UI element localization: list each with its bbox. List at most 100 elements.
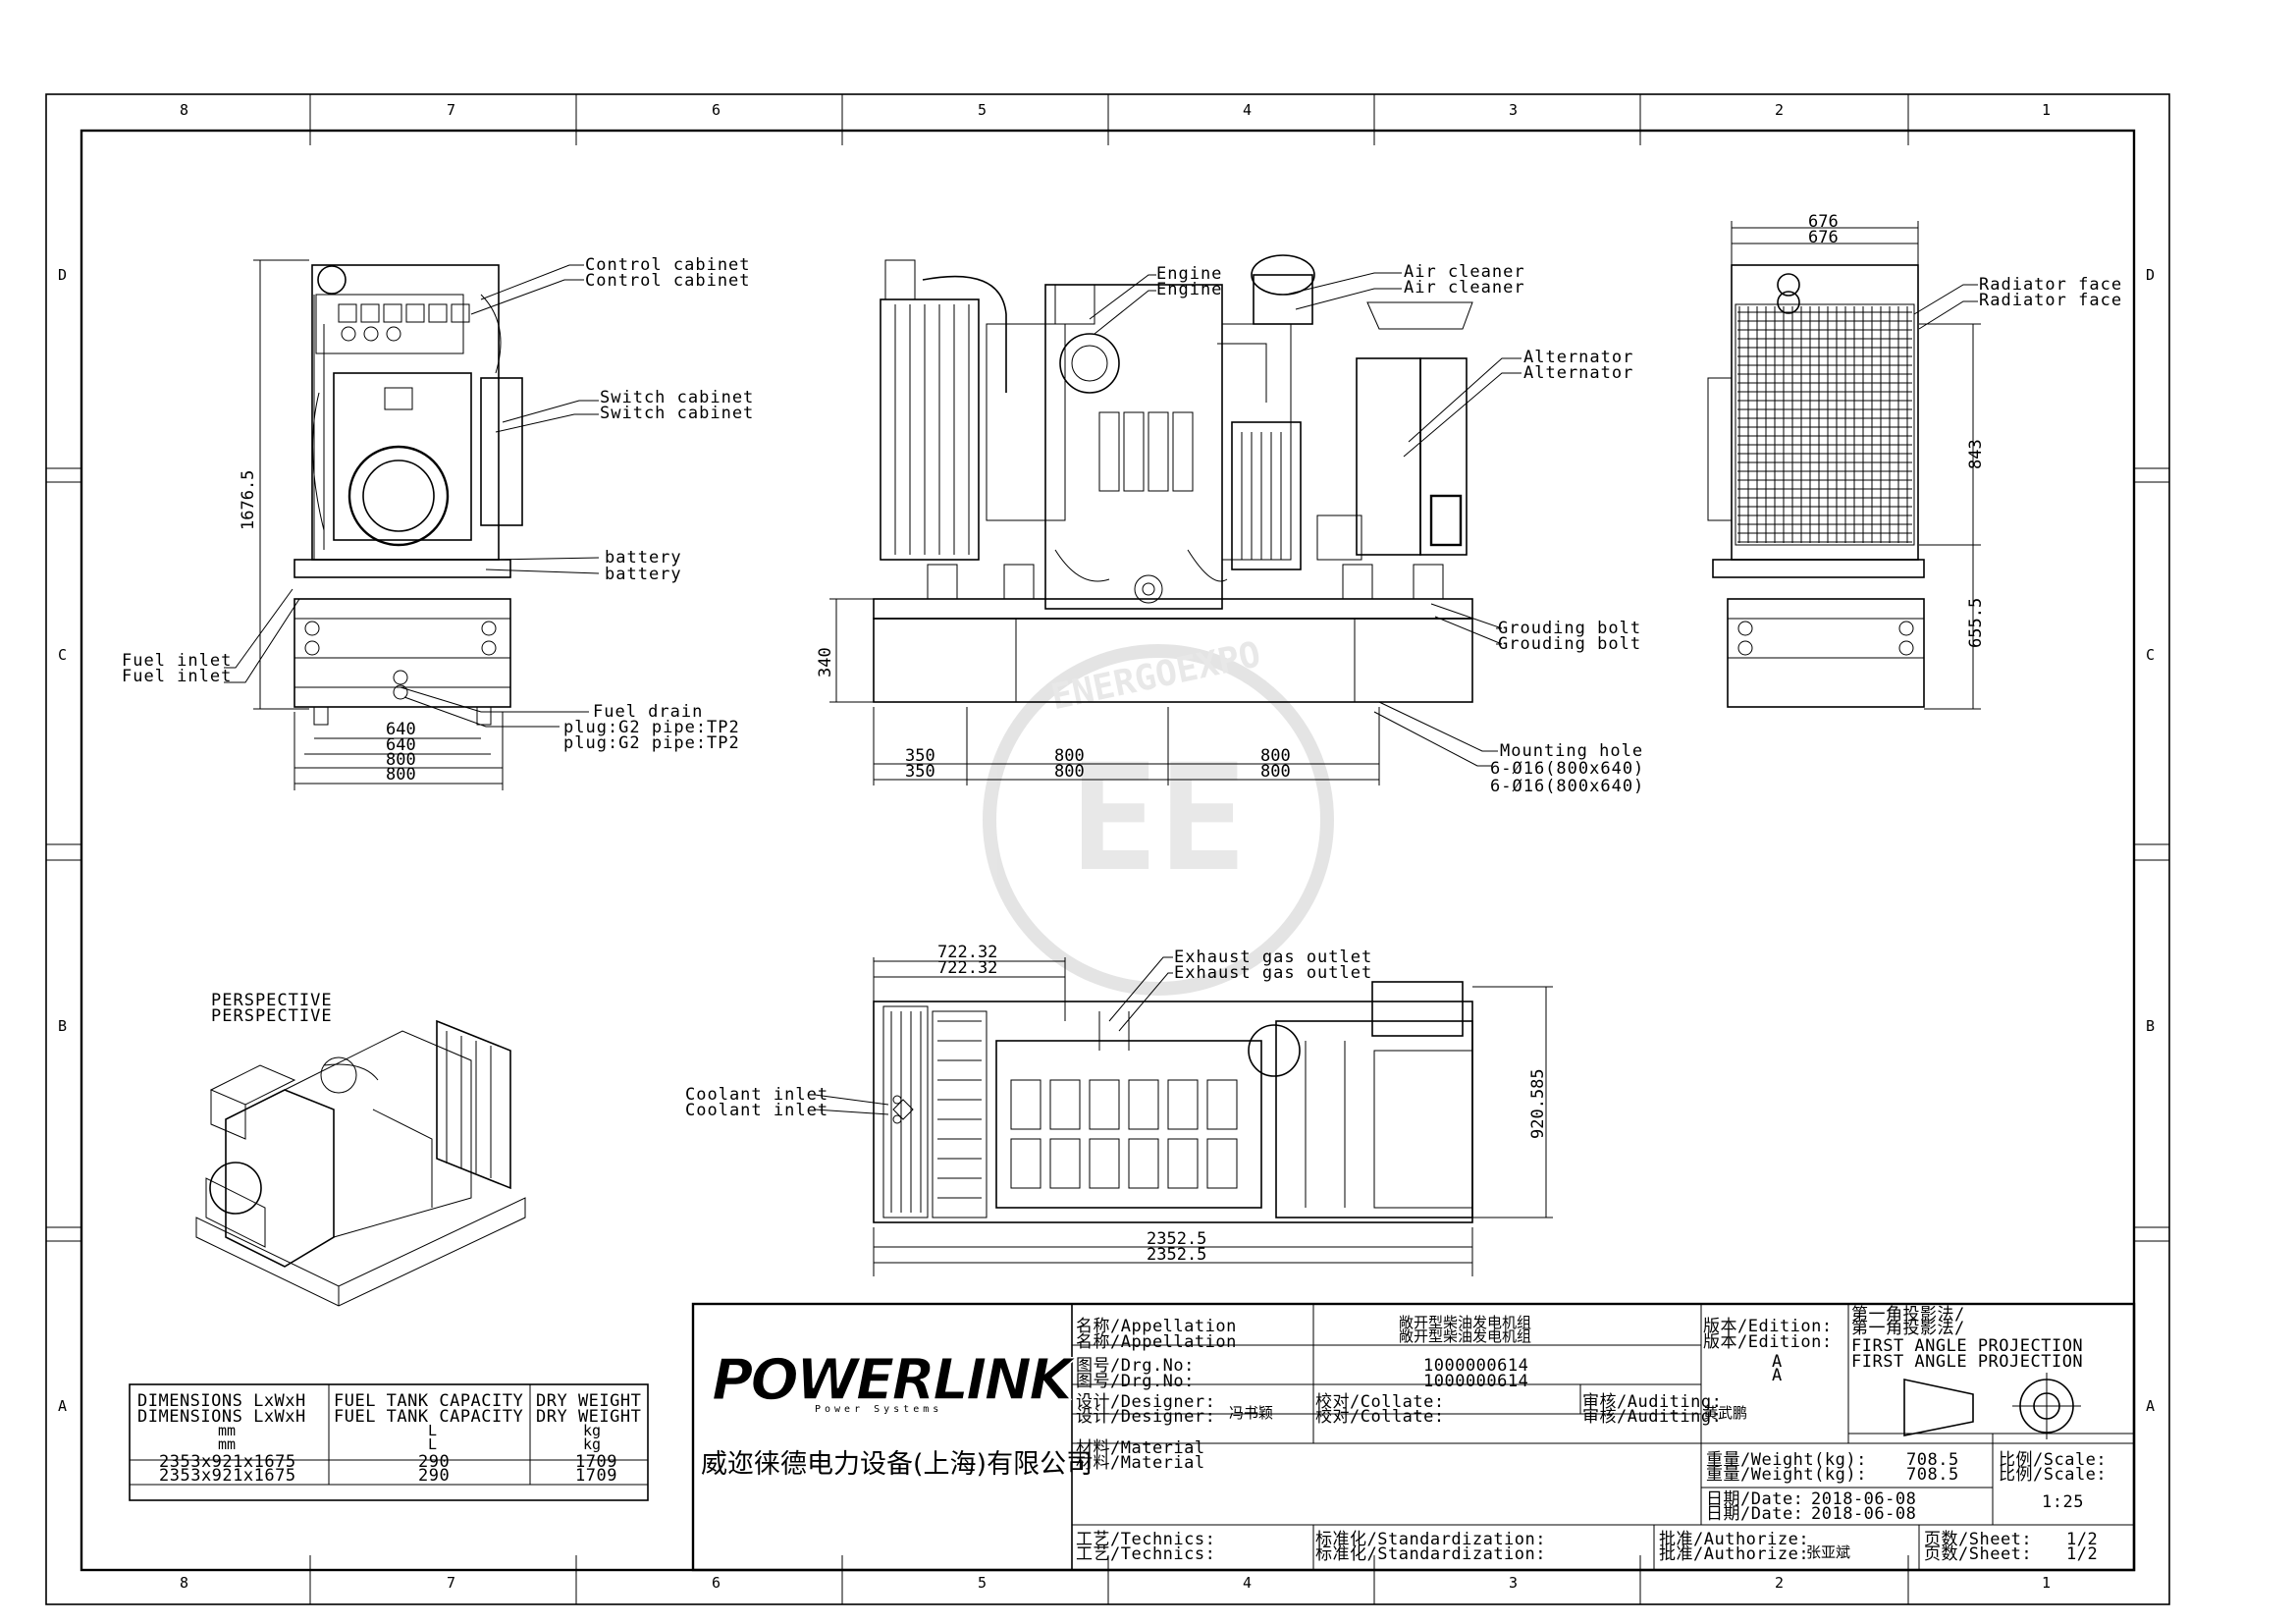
label-exhaust-gas-outlet-2: Exhaust gas outlet — [1174, 963, 1372, 983]
material-label-2: 材料/Material — [1076, 1453, 1205, 1473]
right-callout-lines — [1913, 284, 1978, 330]
svg-text:920.585: 920.585 — [1528, 1068, 1548, 1139]
svg-text:EE: EE — [1070, 733, 1248, 904]
sheet-label-1: 页数/Sheet: — [1924, 1530, 2032, 1549]
label-perspective-1: PERSPECTIVE — [211, 991, 333, 1010]
zone-row-a-left: A — [58, 1397, 67, 1415]
zone-row-b-left: B — [58, 1017, 67, 1035]
designer-value: 冯书颖 — [1229, 1404, 1273, 1422]
label-air-cleaner-2: Air cleaner — [1404, 278, 1525, 298]
svg-text:722.32: 722.32 — [937, 958, 997, 978]
edition-value-2: A — [1772, 1366, 1783, 1385]
zone-col-8-bottom: 8 — [180, 1574, 188, 1592]
svg-text:843: 843 — [1966, 439, 1986, 469]
svg-text:800: 800 — [386, 765, 416, 785]
spec-table — [129, 1383, 649, 1501]
svg-text:655.5: 655.5 — [1966, 598, 1986, 648]
drg-label-1: 图号/Drg.No: — [1076, 1356, 1195, 1376]
scale-value: 1:25 — [2042, 1492, 2084, 1512]
label-switch-cabinet-2: Switch cabinet — [600, 404, 754, 423]
label-coolant-inlet-2: Coolant inlet — [685, 1101, 828, 1120]
label-grouding-bolt-2: Grouding bolt — [1498, 634, 1641, 654]
front-callout-lines — [224, 264, 600, 728]
projection-value-1: FIRST ANGLE PROJECTION — [1851, 1336, 2083, 1356]
side-view: 340 350 350 800 800 800 800 — [816, 254, 1473, 785]
svg-text:800: 800 — [1054, 762, 1085, 782]
projection-label-1: 第一角投影法/ — [1851, 1305, 1965, 1325]
authorize-label-2: 批准/Authorize: — [1659, 1544, 1809, 1564]
label-perspective-2: PERSPECTIVE — [211, 1006, 333, 1026]
label-fuel-drain-1: Fuel drain — [593, 702, 703, 722]
spec-unit-mm-2: mm — [218, 1435, 236, 1453]
designer-label-2: 设计/Designer: — [1076, 1407, 1215, 1427]
scale-label-1: 比例/Scale: — [1999, 1450, 2107, 1470]
svg-text:340: 340 — [816, 647, 835, 677]
label-radiator-face-1: Radiator face — [1979, 275, 2122, 295]
svg-text:800: 800 — [1260, 762, 1291, 782]
zone-col-4-top: 4 — [1243, 101, 1252, 119]
edition-value-1: A — [1772, 1352, 1783, 1372]
svg-text:800: 800 — [1054, 746, 1085, 766]
label-air-cleaner-1: Air cleaner — [1404, 262, 1525, 282]
zone-dividers — [46, 94, 2169, 1604]
date-label-2: 日期/Date: — [1706, 1504, 1803, 1524]
appellation-value-2: 敞开型柴油发电机组 — [1399, 1327, 1531, 1345]
title-block — [691, 1302, 2136, 1572]
scale-label-2: 比例/Scale: — [1999, 1465, 2107, 1485]
appellation-label-2: 名称/Appellation — [1076, 1332, 1237, 1352]
spec-value-dimensions-1: 2353x921x1675 — [159, 1452, 296, 1472]
spec-unit-kg-1: kg — [583, 1422, 601, 1439]
radiator-grid — [1737, 306, 1912, 543]
sheet-label-2: 页数/Sheet: — [1924, 1544, 2032, 1564]
label-radiator-face-2: Radiator face — [1979, 291, 2122, 310]
zone-col-2-top: 2 — [1775, 101, 1784, 119]
spec-value-weight-1: 1709 — [575, 1452, 617, 1472]
label-switch-cabinet-1: Switch cabinet — [600, 388, 754, 407]
projection-value-2: FIRST ANGLE PROJECTION — [1851, 1352, 2083, 1372]
label-mounting-hole-1: Mounting hole — [1500, 741, 1643, 761]
spec-unit-l-2: L — [428, 1435, 437, 1453]
zone-col-3-bottom: 3 — [1509, 1574, 1518, 1592]
zone-col-5-bottom: 5 — [978, 1574, 987, 1592]
label-engine-2: Engine — [1156, 280, 1222, 299]
spec-header-weight-1: DRY WEIGHT — [536, 1391, 641, 1411]
zone-col-6-top: 6 — [712, 101, 721, 119]
weight-value-1: 708.5 — [1906, 1450, 1959, 1470]
spec-unit-kg-2: kg — [583, 1435, 601, 1453]
weight-value-2: 708.5 — [1906, 1465, 1959, 1485]
standard-label-2: 标准化/Standardization: — [1315, 1544, 1546, 1564]
edition-label-1: 版本/Edition: — [1703, 1317, 1833, 1336]
spec-header-fuel-2: FUEL TANK CAPACITY — [334, 1407, 523, 1427]
zone-row-b-right: B — [2146, 1017, 2155, 1035]
top-callout-lines — [814, 956, 1173, 1115]
front-view: 1676.5 640 640 800 800 — [239, 259, 523, 790]
spec-header-dimensions-1: DIMENSIONS LxWxH — [137, 1391, 306, 1411]
brand-subtitle: Power Systems — [815, 1404, 942, 1415]
weight-label-2: 重量/Weight(kg): — [1706, 1465, 1867, 1485]
zone-row-c-right: C — [2146, 646, 2155, 664]
drg-value-1: 1000000614 — [1423, 1356, 1528, 1376]
projection-label-2: 第一角投影法/ — [1851, 1319, 1965, 1338]
spec-unit-l-1: L — [428, 1422, 437, 1439]
svg-text:800: 800 — [386, 750, 416, 770]
technics-label-2: 工艺/Technics: — [1076, 1544, 1215, 1564]
date-label-1: 日期/Date: — [1706, 1489, 1803, 1509]
designer-label-1: 设计/Designer: — [1076, 1392, 1215, 1412]
perspective-view — [195, 1019, 526, 1307]
sheet-value-1: 1/2 — [2066, 1530, 2098, 1549]
appellation-value-1: 敞开型柴油发电机组 — [1399, 1314, 1531, 1331]
label-battery-2: battery — [605, 565, 682, 584]
zone-col-2-bottom: 2 — [1775, 1574, 1784, 1592]
svg-text:640: 640 — [386, 720, 416, 739]
svg-text:350: 350 — [905, 746, 935, 766]
zone-col-8-top: 8 — [180, 101, 188, 119]
spec-value-dimensions-2: 2353x921x1675 — [159, 1466, 296, 1486]
label-mounting-hole-2: 6-Ø16(800x640) — [1490, 759, 1644, 779]
sheet-value-2: 1/2 — [2066, 1544, 2098, 1564]
drg-value-2: 1000000614 — [1423, 1372, 1528, 1391]
svg-text:2352.5: 2352.5 — [1147, 1245, 1206, 1265]
svg-text:2352.5: 2352.5 — [1147, 1229, 1206, 1249]
zone-row-d-left: D — [58, 266, 67, 284]
zone-col-3-top: 3 — [1509, 101, 1518, 119]
